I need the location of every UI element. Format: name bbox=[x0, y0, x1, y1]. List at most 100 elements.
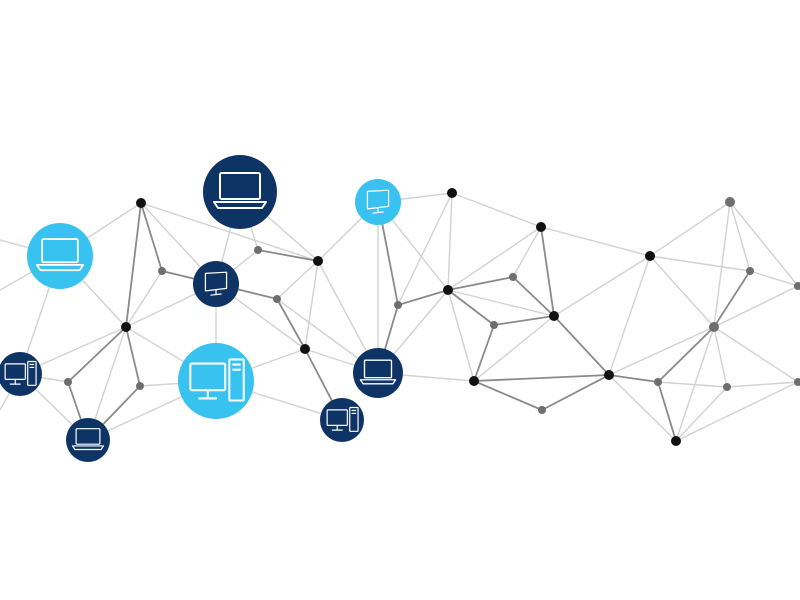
device-node-desktop-dark-left bbox=[0, 352, 42, 396]
network-edge bbox=[657, 381, 677, 442]
network-node-dot bbox=[645, 251, 655, 261]
device-node-circle bbox=[66, 418, 110, 462]
network-edge bbox=[257, 249, 319, 262]
laptop-icon bbox=[71, 428, 105, 451]
network-edge bbox=[447, 192, 453, 291]
network-devices bbox=[0, 155, 403, 462]
network-edge bbox=[713, 270, 751, 328]
network-node-dot bbox=[604, 370, 614, 380]
network-node-dot bbox=[538, 406, 546, 414]
network-edge bbox=[608, 326, 715, 376]
network-node-dot bbox=[300, 344, 310, 354]
network-edge bbox=[67, 326, 127, 383]
network-node-dot bbox=[654, 378, 662, 386]
network-edge bbox=[512, 276, 555, 317]
network-node-dot bbox=[549, 311, 559, 321]
network-edge bbox=[397, 289, 449, 306]
network-node-dot bbox=[794, 282, 800, 290]
network-edge bbox=[726, 381, 799, 388]
network-edge bbox=[473, 324, 495, 382]
device-node-desktop-light-large bbox=[178, 343, 254, 419]
network-edge bbox=[447, 289, 475, 382]
network-edge bbox=[125, 270, 163, 328]
network-edge bbox=[540, 226, 651, 257]
network-edge bbox=[553, 315, 610, 376]
desktop-tower-icon bbox=[326, 406, 359, 432]
network-edge bbox=[657, 381, 728, 388]
network-edge bbox=[729, 201, 799, 287]
network-nodes bbox=[64, 188, 800, 446]
network-node-dot bbox=[469, 376, 479, 386]
network-node-dot bbox=[121, 322, 131, 332]
network-edge bbox=[140, 202, 163, 272]
monitor-icon bbox=[204, 271, 228, 296]
laptop-icon bbox=[213, 172, 267, 209]
monitor-icon bbox=[366, 189, 390, 214]
network-edge bbox=[608, 374, 677, 442]
device-node-circle bbox=[203, 155, 277, 229]
network-node-dot bbox=[709, 322, 719, 332]
laptop-icon bbox=[35, 238, 85, 272]
network-edge bbox=[713, 326, 728, 388]
device-node-monitor-light-top bbox=[355, 179, 401, 225]
network-edge bbox=[713, 201, 731, 328]
network-edge bbox=[713, 285, 799, 328]
network-node-dot bbox=[136, 198, 146, 208]
network-edge bbox=[649, 255, 751, 272]
network-node-dot bbox=[794, 378, 800, 386]
device-node-monitor-dark-small bbox=[193, 261, 239, 307]
network-node-dot bbox=[509, 273, 517, 281]
network-edge bbox=[276, 260, 319, 300]
device-node-laptop-dark-bottom bbox=[66, 418, 110, 462]
network-edge bbox=[447, 276, 514, 291]
network-edge bbox=[649, 255, 715, 328]
network-node-dot bbox=[671, 436, 681, 446]
network-edge bbox=[713, 326, 799, 383]
network-edge bbox=[657, 326, 715, 383]
network-edge bbox=[125, 326, 141, 387]
device-node-circle bbox=[27, 223, 93, 289]
network-edge bbox=[447, 289, 555, 317]
device-node-laptop-large-dark bbox=[203, 155, 277, 229]
device-node-laptop-light-left bbox=[27, 223, 93, 289]
network-edge bbox=[493, 315, 555, 326]
network-edge bbox=[512, 226, 542, 278]
network-node-dot bbox=[443, 285, 453, 295]
network-node-dot bbox=[64, 378, 72, 386]
desktop-tower-icon bbox=[4, 360, 37, 386]
network-edge bbox=[473, 374, 610, 382]
device-node-circle bbox=[193, 261, 239, 307]
desktop-tower-icon bbox=[189, 358, 245, 402]
network-node-dot bbox=[273, 295, 281, 303]
network-edge bbox=[675, 386, 728, 442]
network-node-dot bbox=[490, 321, 498, 329]
network-node-dot bbox=[394, 301, 402, 309]
network-edge bbox=[541, 374, 610, 411]
network-edge bbox=[397, 192, 453, 306]
network-edge bbox=[608, 374, 659, 383]
network-edge bbox=[447, 226, 542, 291]
device-node-circle bbox=[355, 179, 401, 225]
network-edge bbox=[473, 315, 555, 382]
network-node-dot bbox=[725, 197, 735, 207]
device-node-laptop-dark-mid bbox=[353, 348, 403, 398]
network-edge bbox=[451, 192, 542, 228]
network-edge bbox=[473, 380, 543, 411]
network-node-dot bbox=[746, 267, 754, 275]
network-edge bbox=[675, 381, 799, 442]
network-edge bbox=[125, 202, 142, 328]
network-edge bbox=[276, 298, 306, 350]
network-edge bbox=[553, 255, 651, 317]
network-edge bbox=[540, 226, 555, 317]
network-node-dot bbox=[136, 382, 144, 390]
network-edge bbox=[304, 260, 319, 350]
device-node-desktop-dark-bottom bbox=[320, 398, 364, 442]
device-node-circle bbox=[353, 348, 403, 398]
network-node-dot bbox=[447, 188, 457, 198]
network-edge bbox=[749, 270, 799, 287]
network-node-dot bbox=[158, 267, 166, 275]
network-node-dot bbox=[313, 256, 323, 266]
network-node-dot bbox=[723, 383, 731, 391]
